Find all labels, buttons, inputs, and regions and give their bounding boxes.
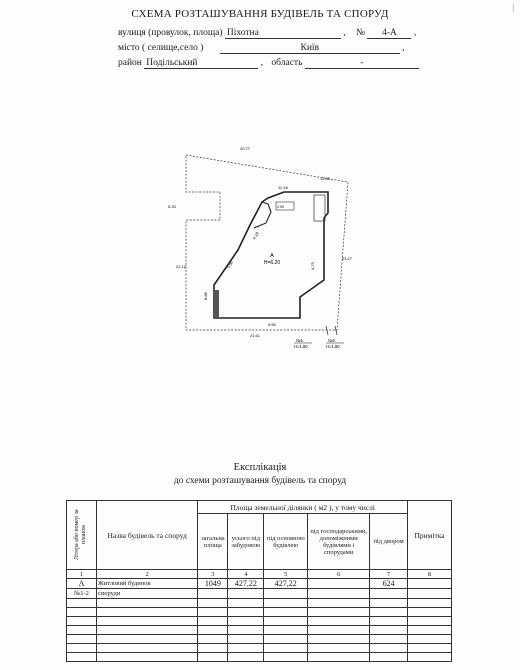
row-yard <box>369 588 409 599</box>
row-built-total: 427,22 <box>227 578 265 589</box>
table-row <box>66 616 452 626</box>
city-label: місто ( селище,село ) <box>118 43 204 53</box>
number-value: 4-А <box>367 28 412 39</box>
col-num-1: 1 <box>66 569 97 579</box>
col-num-7: 7 <box>369 569 409 579</box>
marker2-tick <box>334 325 338 336</box>
dim-right: 23.27 <box>342 256 353 261</box>
street-value: Піхотна <box>224 28 341 39</box>
building-outline <box>213 191 329 319</box>
row-note <box>407 588 452 599</box>
col-num-4: 4 <box>227 569 265 579</box>
marker1-name: №1 <box>296 338 303 343</box>
marker2-height: Н=1.80 <box>326 344 340 349</box>
dim-diagonal-1: 5.66 <box>226 259 235 269</box>
building-inner-wall <box>253 201 272 229</box>
row-litera: А <box>66 578 97 589</box>
header-litera: Літера або номер за планом <box>66 500 97 570</box>
street-label: вулиця (провулок, площа) <box>118 28 223 38</box>
city-value: Київ <box>219 43 400 54</box>
row-outbuildings <box>307 588 371 599</box>
dim-building-top: 11.18 <box>278 185 288 190</box>
dim-bottom: 21.61 <box>250 333 261 338</box>
dim-top: 20.77 <box>240 146 251 151</box>
header-yard: під двором <box>369 513 409 570</box>
header-main-building: під основною будівлею <box>263 513 309 570</box>
header-total: загальна площа <box>197 513 229 570</box>
row-main-building <box>263 588 309 599</box>
col-num-5: 5 <box>263 569 309 579</box>
dim-diagonal-2: 4.18 <box>252 230 261 240</box>
column-number-row: 1 2 3 4 5 6 7 8 <box>66 569 452 579</box>
oblast-value: - <box>304 58 419 69</box>
annex-outline <box>313 194 326 222</box>
row-note <box>407 578 452 589</box>
header-note: Примітка <box>407 500 452 570</box>
table-row <box>66 643 452 653</box>
city-row: місто ( селище,село ) Київ , <box>118 43 405 54</box>
row-yard: 624 <box>369 578 409 589</box>
building-height: Н=6.20 <box>264 260 280 266</box>
header-built-total: усього під забудовою <box>227 513 265 570</box>
header-outbuildings: під господарськими, допоміжними будівлям… <box>307 513 371 570</box>
col-num-3: 3 <box>197 569 229 579</box>
building-label: А <box>270 253 274 259</box>
dim-top-right: 12.83 <box>320 176 331 181</box>
row-built-total <box>227 588 265 599</box>
header-name: Назва будівель та споруд <box>95 500 199 570</box>
dim-annex: 2.09 <box>277 205 284 209</box>
row-name: Житловий будинок <box>95 578 199 589</box>
street-row: вулиця (провулок, площа) Піхотна , № 4-А… <box>118 28 417 39</box>
row-total <box>197 588 229 599</box>
col-num-2: 2 <box>95 569 199 579</box>
district-label: район <box>118 58 142 68</box>
table-row <box>66 652 452 662</box>
oblast-label: область <box>271 58 303 68</box>
header-area-group: Площа земельної ділянки ( м2 ), у тому ч… <box>197 500 409 514</box>
dim-building-right: 4.73 <box>310 261 315 270</box>
row-outbuildings <box>307 578 371 589</box>
district-row: район Подільський , область - <box>118 58 419 69</box>
table-row <box>66 598 452 608</box>
row-total: 1049 <box>197 578 229 589</box>
table-row <box>66 625 452 635</box>
document-title: СХЕМА РОЗТАШУВАННЯ БУДІВЕЛЬ ТА СПОРУД <box>131 8 389 20</box>
col-num-8: 8 <box>407 569 452 579</box>
terrace-hatch <box>214 290 219 318</box>
table-row <box>66 607 452 617</box>
annex-box <box>275 201 295 211</box>
dim-left-upper: 5.33 <box>168 204 177 209</box>
dim-left: 22.12 <box>176 264 187 269</box>
table-row <box>66 634 452 644</box>
lot-boundary <box>185 154 349 331</box>
district-value: Подільський <box>144 58 259 69</box>
corner-mark: | <box>512 2 514 12</box>
marker2-name: №2 <box>328 338 335 343</box>
dim-building-left: 8.88 <box>203 291 208 300</box>
table-row: А Житловий будинок 1049 427,22 427,22 62… <box>66 578 452 589</box>
row-main-building: 427,22 <box>263 578 309 589</box>
col-num-6: 6 <box>307 569 371 579</box>
explication-subtitle: до схеми розташування будівель та споруд <box>173 476 347 486</box>
table-row: №1-2 споруди <box>66 588 452 599</box>
dim-building-bottom: 9.69 <box>268 322 277 327</box>
site-plan: 20.77 12.83 5.33 11.18 22.12 23.27 8.88 … <box>168 146 353 349</box>
row-litera: №1-2 <box>66 588 97 599</box>
marker1-tick <box>325 325 329 336</box>
number-label: № <box>356 28 366 38</box>
marker1-height: Н=1.80 <box>294 344 308 349</box>
explication-table: Літера або номер за планом Назва будівел… <box>66 500 452 662</box>
explication-title: Експлікація <box>233 462 287 473</box>
row-name: споруди <box>95 588 199 599</box>
